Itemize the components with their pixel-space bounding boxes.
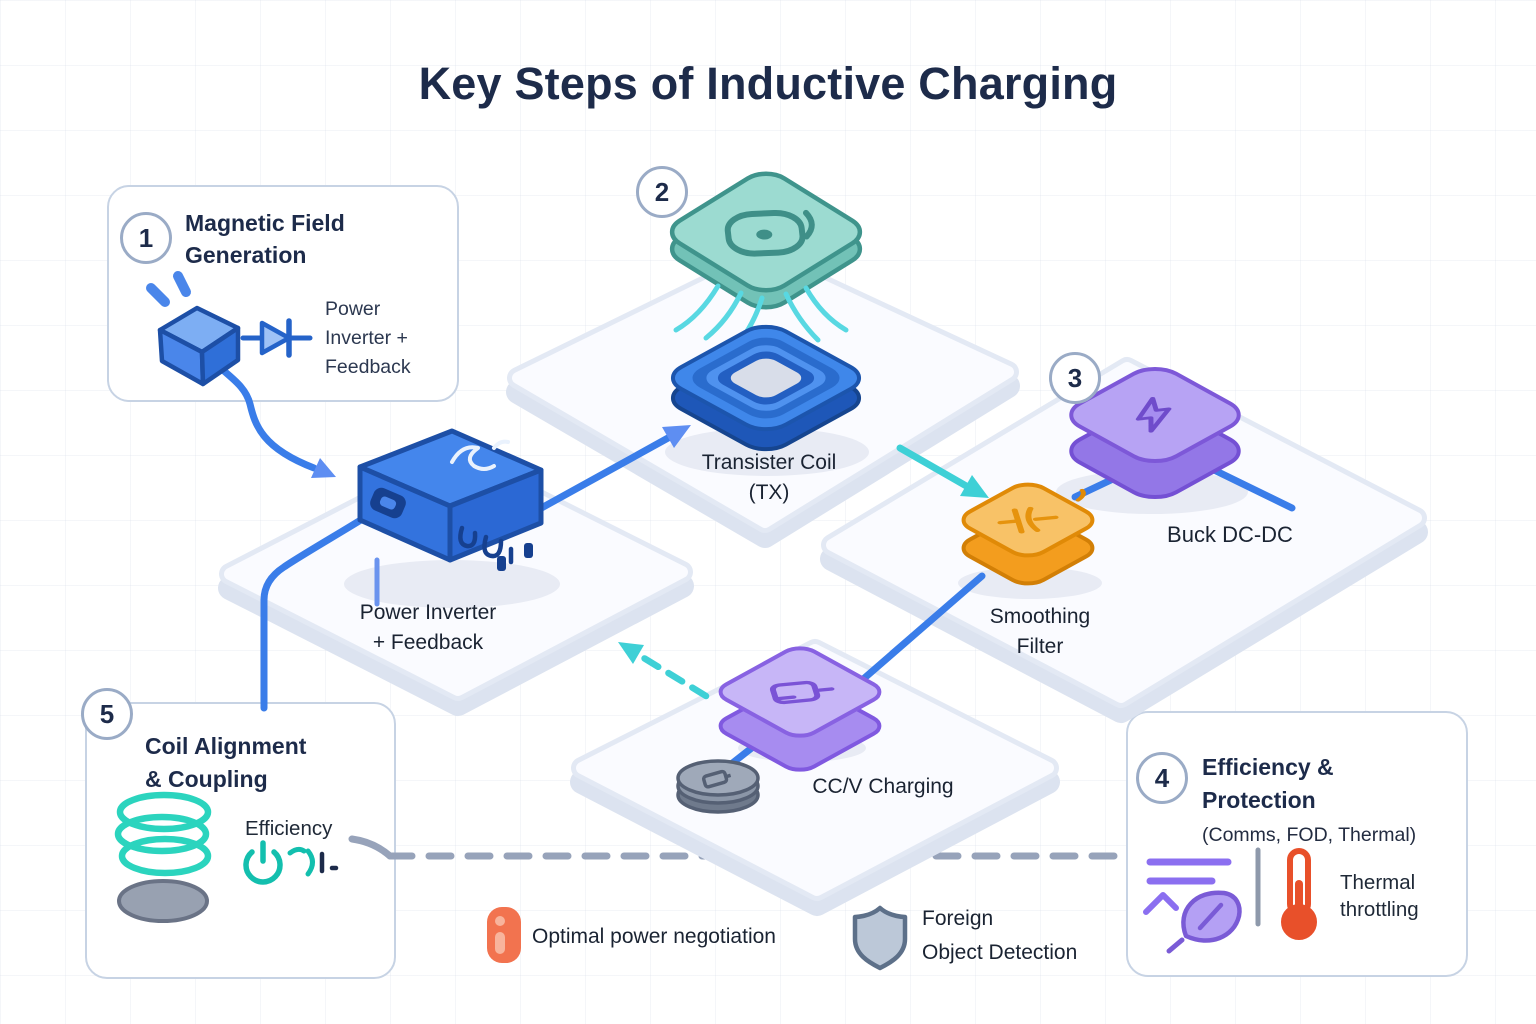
label-inverter-line2: + Feedback — [372, 631, 484, 654]
card4-title-line2: Protection — [1202, 787, 1316, 813]
label-transmitter-coil: Transister Coil (TX) — [702, 448, 837, 508]
pad-spiral-glyph — [726, 211, 815, 254]
inverter-top-glyph — [450, 439, 510, 471]
card5-caption: Efficiency — [245, 817, 333, 840]
inverter-port — [370, 487, 406, 519]
badge-step-5: 5 — [81, 688, 133, 740]
platform-output — [820, 357, 1428, 723]
inverter-front-glyph — [458, 525, 514, 565]
badge-step-1: 1 — [120, 212, 172, 264]
label-smoothing-line2: Filter — [1016, 635, 1064, 658]
battery-glyph — [769, 680, 835, 705]
card-coil-alignment-coupling: Coil Alignment & Coupling Efficiency — [85, 702, 396, 979]
label-tx-line1: Transister Coil — [701, 451, 837, 474]
charging-pad-icon — [661, 167, 870, 314]
card4-caption-line1: Thermal — [1340, 871, 1416, 894]
card1-caption-line1: Power — [325, 298, 381, 320]
info-icon — [487, 907, 521, 963]
arrow-coin-to-ccv — [712, 729, 776, 780]
label-power-inverter: Power Inverter + Feedback — [360, 598, 497, 658]
legend-power-negotiation: Optimal power negotiation — [532, 925, 776, 948]
transmitter-coil-icon — [661, 320, 870, 455]
line-inverter-to-card5 — [260, 514, 368, 712]
label-ccv-charging: CC/V Charging — [812, 775, 954, 798]
card4-caption-line2: throttling — [1340, 898, 1419, 921]
card-efficiency-protection: Efficiency & Protection (Comms, FOD, The… — [1126, 711, 1468, 977]
card4-title-line1: Efficiency & — [1202, 754, 1334, 780]
card1-caption: Power Inverter + Feedback — [325, 295, 411, 382]
label-tx-line2: (TX) — [748, 481, 790, 504]
coupling-dashed-line — [348, 835, 1124, 860]
ccv-charger-box-icon — [712, 644, 887, 774]
line-inverter-to-tx — [532, 425, 691, 515]
page-title: Key Steps of Inductive Charging — [418, 58, 1118, 109]
legend-fod-line2: Object Detection — [922, 941, 1078, 964]
legend-fod: Foreign Object Detection — [922, 902, 1077, 970]
shield-icon — [852, 905, 908, 971]
smoothing-filter-box-icon — [954, 480, 1101, 589]
card1-title-line1: Magnetic Field — [185, 210, 345, 236]
coin-battery-glyph — [701, 769, 732, 789]
battery-cell-icon — [676, 759, 760, 814]
label-smoothing-filter: Smoothing Filter — [990, 602, 1090, 662]
card1-caption-line3: Feedback — [325, 356, 411, 378]
card5-title-line1: Coil Alignment — [145, 733, 307, 759]
bolt-glyph — [1135, 397, 1172, 433]
badge-step-3: 3 — [1049, 352, 1101, 404]
card4-title: Efficiency & Protection — [1202, 751, 1334, 817]
legend-fod-line1: Foreign — [922, 907, 994, 930]
badge-step-4: 4 — [1136, 752, 1188, 804]
capacitor-glyph — [997, 506, 1059, 534]
power-inverter-box-icon — [357, 428, 544, 571]
card1-title: Magnetic Field Generation — [185, 207, 345, 271]
label-inverter-line1: Power Inverter — [359, 601, 497, 624]
platform-inverter — [218, 447, 694, 716]
card1-title-line2: Generation — [185, 242, 307, 268]
line-filter-to-ccv — [842, 572, 986, 698]
badge-step-2: 2 — [636, 166, 688, 218]
arrow-tx-to-filter — [896, 444, 989, 498]
card5-title-line2: & Coupling — [145, 766, 268, 792]
field-lines-icon — [673, 283, 849, 347]
card1-caption-line2: Inverter + — [325, 327, 408, 349]
line-filter-to-buck — [1071, 466, 1136, 501]
label-buck-dcdc: Buck DC-DC — [1167, 522, 1293, 547]
label-smoothing-line1: Smoothing — [989, 605, 1091, 628]
card4-subtitle: (Comms, FOD, Thermal) — [1202, 824, 1417, 846]
line-buck-output — [1206, 464, 1296, 512]
card5-title: Coil Alignment & Coupling — [145, 730, 306, 796]
arrow-feedback-dashed — [618, 642, 710, 700]
card4-caption: Thermal throttling — [1340, 869, 1419, 923]
